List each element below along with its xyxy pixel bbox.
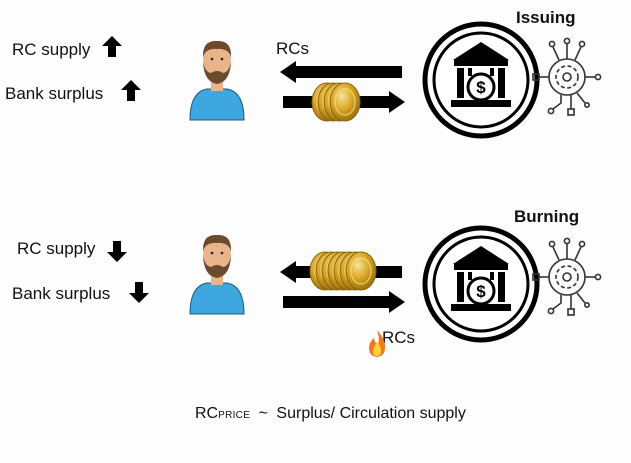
- formula-operator: ~: [258, 405, 268, 422]
- user-avatar-icon: [189, 234, 245, 315]
- formula-rhs: Surplus/ Circulation supply: [276, 405, 466, 422]
- burning-bank-surplus-label: Bank surplus: [12, 284, 111, 303]
- burning-title: Burning: [514, 207, 580, 226]
- issuing-rcs-label: RCs: [276, 39, 310, 58]
- arrow-down-icon: [129, 282, 149, 303]
- circuit-gear-icon: [532, 237, 602, 316]
- bank-dollar-icon: [425, 228, 537, 340]
- arrow-up-icon: [102, 36, 122, 57]
- fire-icon: [369, 330, 386, 357]
- coin-icon: [309, 251, 377, 291]
- issuing-rc-supply-label: RC supply: [12, 40, 91, 59]
- arrow-up-icon: [121, 80, 141, 101]
- arrow-down-icon: [107, 241, 127, 262]
- bank-dollar-icon: [425, 24, 537, 136]
- formula-prefix: RC: [195, 405, 219, 422]
- arrow-left-icon: [280, 61, 402, 83]
- burning-rc-supply-label: RC supply: [17, 239, 96, 258]
- user-avatar-icon: [189, 40, 245, 121]
- arrow-right-icon: [283, 291, 405, 313]
- coin-icon: [311, 82, 361, 122]
- price-formula: RCPRICE ~ Surplus/ Circulation supply: [195, 405, 466, 423]
- issuing-bank-surplus-label: Bank surplus: [5, 84, 104, 103]
- circuit-gear-icon: [532, 37, 602, 116]
- formula-subscript: PRICE: [218, 410, 251, 421]
- issuing-title: Issuing: [516, 8, 576, 27]
- burning-rcs-label: RCs: [382, 328, 416, 347]
